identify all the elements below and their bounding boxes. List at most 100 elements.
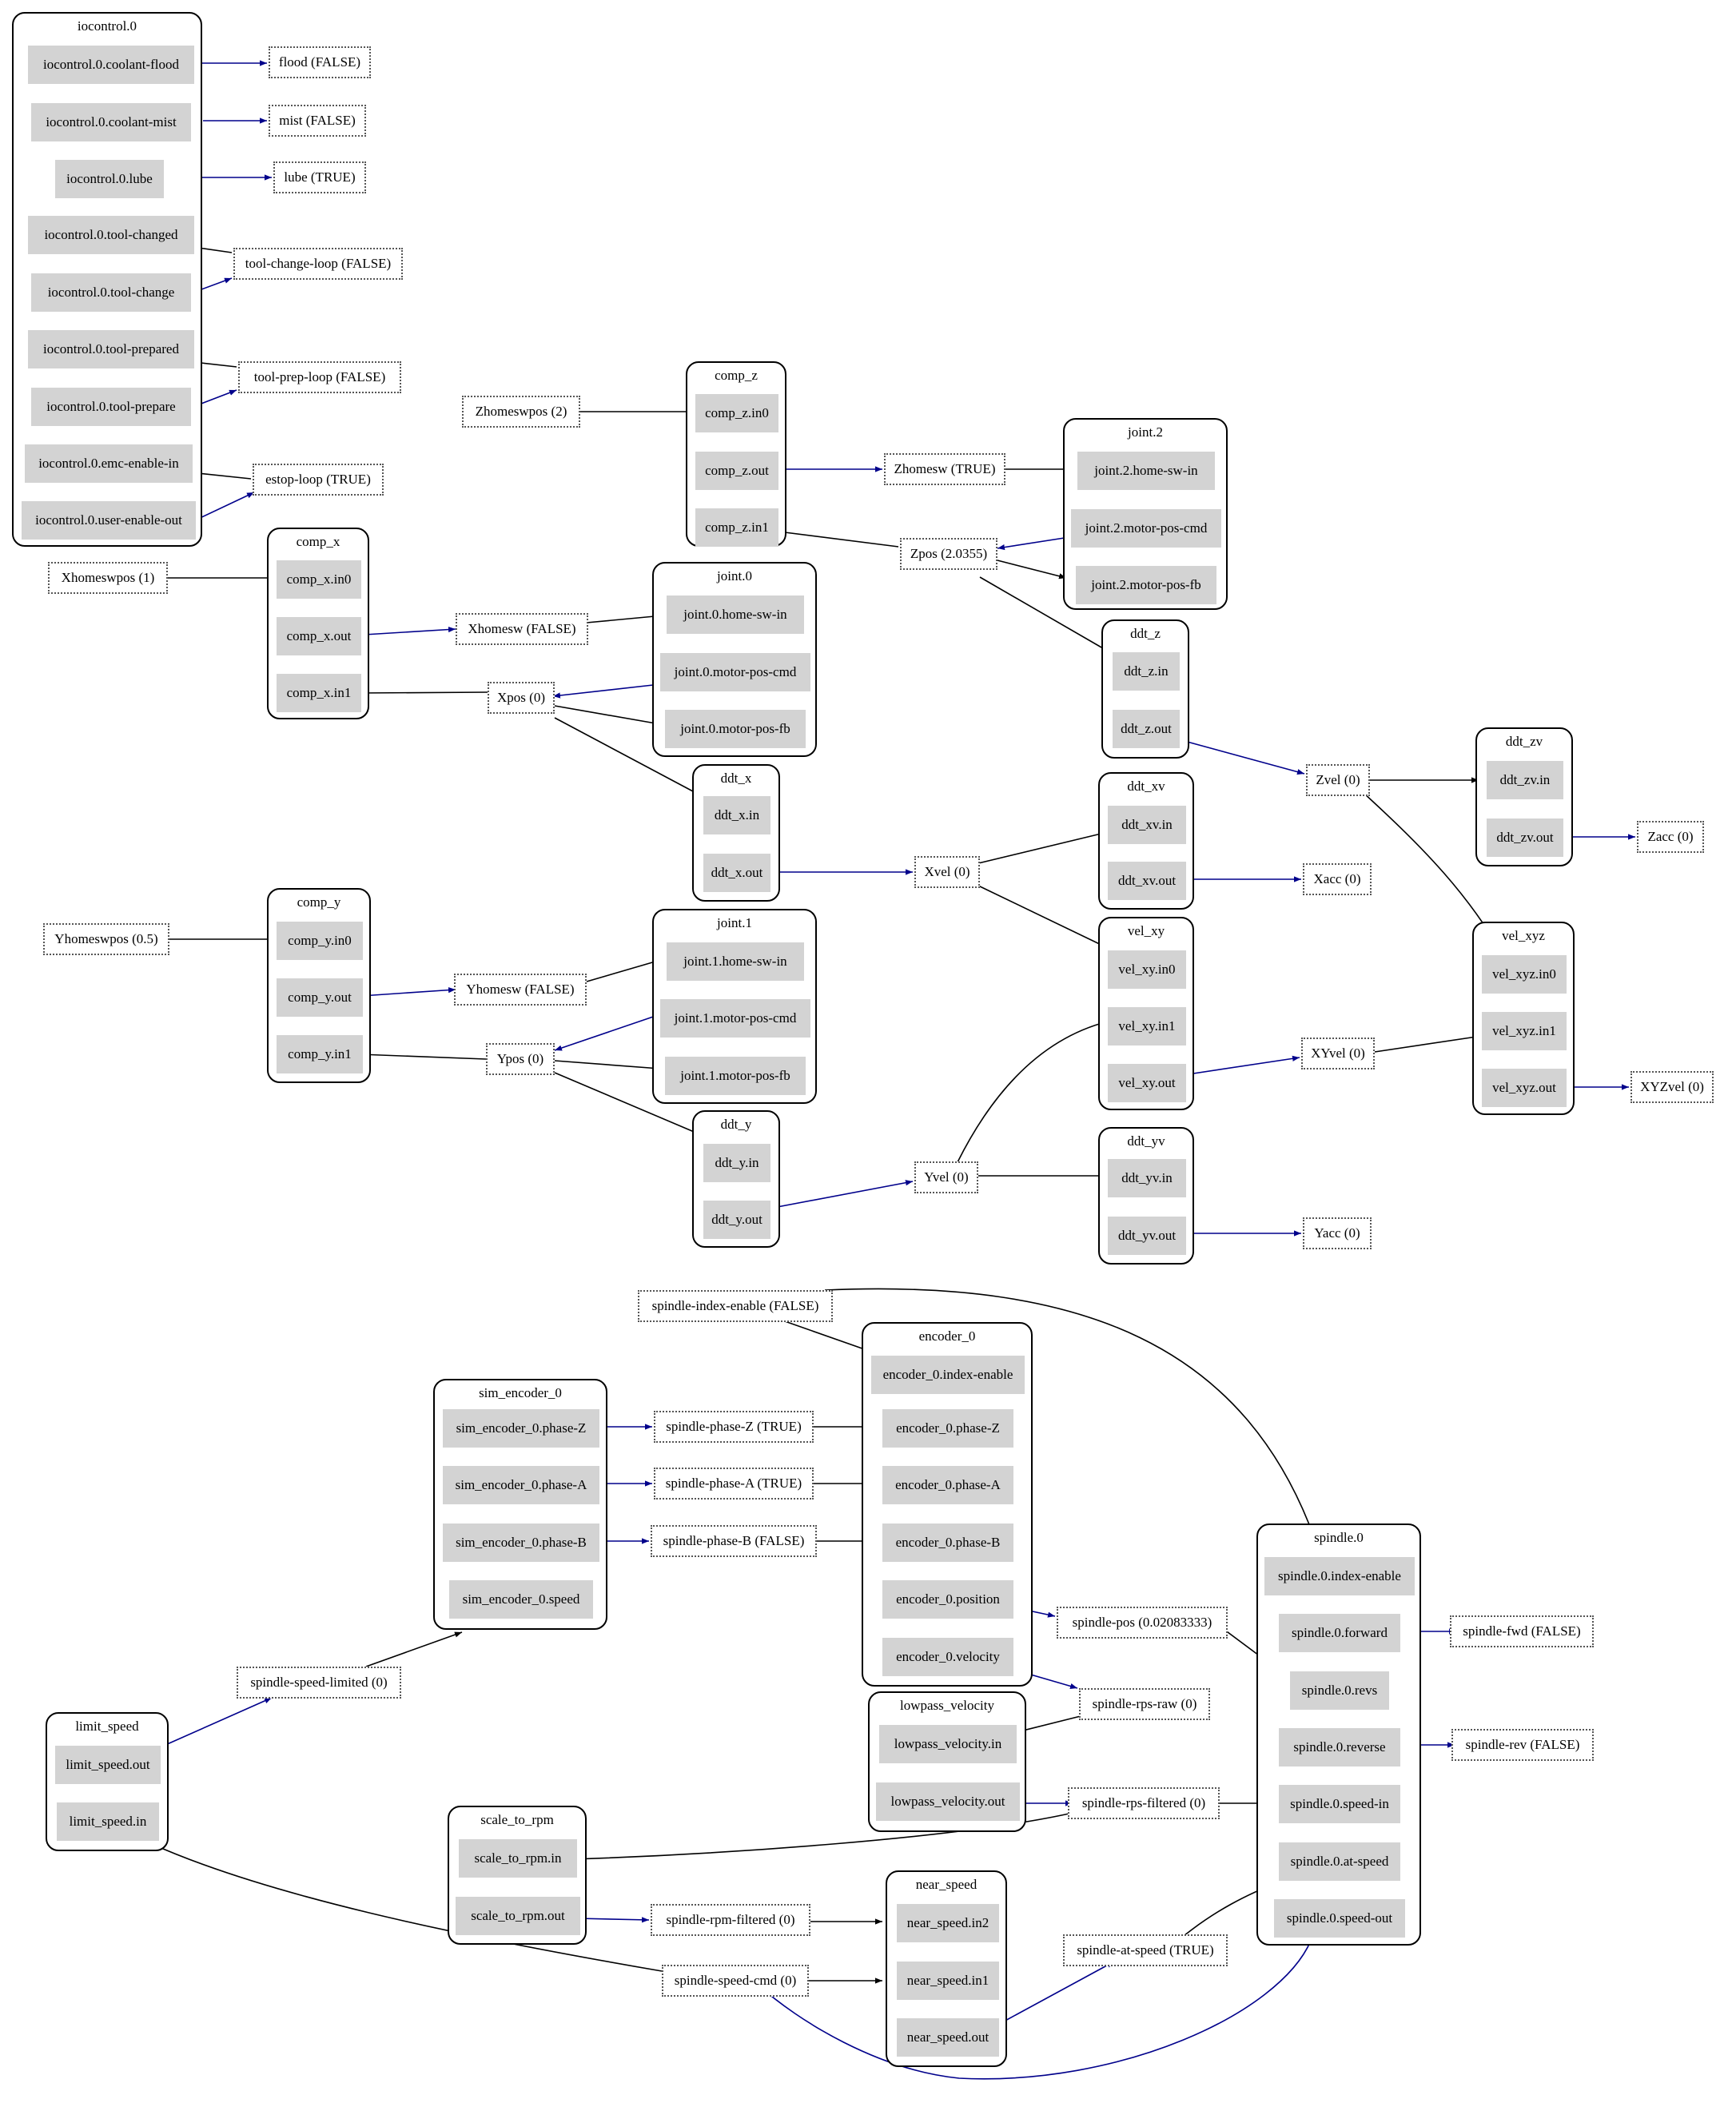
signal-spindle-rpm-filtered[interactable]: spindle-rpm-filtered (0)	[651, 1904, 810, 1936]
pin-joint2-home-sw-in[interactable]: joint.2.home-sw-in	[1077, 452, 1215, 490]
signal-spindle-phase-b[interactable]: spindle-phase-B (FALSE)	[651, 1525, 817, 1557]
pin-lube[interactable]: iocontrol.0.lube	[55, 160, 164, 198]
signal-zacc[interactable]: Zacc (0)	[1637, 821, 1704, 853]
pin-spindle0-forward[interactable]: spindle.0.forward	[1279, 1614, 1400, 1652]
pin-spindle0-revs[interactable]: spindle.0.revs	[1290, 1671, 1389, 1710]
pin-ddt_y-out[interactable]: ddt_y.out	[703, 1201, 770, 1239]
pin-vel_xy-in0[interactable]: vel_xy.in0	[1108, 950, 1186, 989]
pin-comp_x-in1[interactable]: comp_x.in1	[277, 674, 361, 712]
pin-vel_xyz-in0[interactable]: vel_xyz.in0	[1482, 955, 1567, 994]
pin-near_speed-in1[interactable]: near_speed.in1	[897, 1962, 999, 2000]
pin-ddt_xv-out[interactable]: ddt_xv.out	[1108, 862, 1186, 900]
pin-vel_xyz-in1[interactable]: vel_xyz.in1	[1482, 1012, 1567, 1050]
pin-joint1-home-sw-in[interactable]: joint.1.home-sw-in	[667, 942, 804, 981]
signal-xvel[interactable]: Xvel (0)	[914, 856, 980, 888]
pin-comp_z-out[interactable]: comp_z.out	[695, 452, 778, 490]
signal-spindle-rev[interactable]: spindle-rev (FALSE)	[1451, 1729, 1594, 1761]
signal-yhomeswpos[interactable]: Yhomeswpos (0.5)	[43, 923, 169, 955]
signal-spindle-speed-cmd[interactable]: spindle-speed-cmd (0)	[662, 1965, 809, 1997]
pin-ddt_z-out[interactable]: ddt_z.out	[1113, 710, 1180, 748]
pin-joint2-motor-pos-cmd[interactable]: joint.2.motor-pos-cmd	[1071, 509, 1221, 548]
pin-joint0-motor-pos-cmd[interactable]: joint.0.motor-pos-cmd	[660, 653, 810, 691]
signal-xhomeswpos[interactable]: Xhomeswpos (1)	[48, 562, 168, 594]
pin-encoder_0-velocity[interactable]: encoder_0.velocity	[882, 1638, 1013, 1676]
pin-sim_encoder_0-phase-B[interactable]: sim_encoder_0.phase-B	[443, 1523, 599, 1562]
pin-ddt_zv-in[interactable]: ddt_zv.in	[1487, 761, 1563, 799]
signal-xacc[interactable]: Xacc (0)	[1303, 863, 1372, 895]
signal-spindle-rps-raw[interactable]: spindle-rps-raw (0)	[1079, 1688, 1210, 1720]
pin-emc-enable-in[interactable]: iocontrol.0.emc-enable-in	[25, 444, 193, 483]
pin-tool-prepared[interactable]: iocontrol.0.tool-prepared	[28, 330, 194, 368]
signal-spindle-pos[interactable]: spindle-pos (0.02083333)	[1057, 1607, 1228, 1639]
pin-spindle0-speed-in[interactable]: spindle.0.speed-in	[1279, 1785, 1400, 1823]
pin-limit_speed-in[interactable]: limit_speed.in	[57, 1802, 159, 1841]
pin-spindle0-speed-out[interactable]: spindle.0.speed-out	[1274, 1899, 1405, 1938]
signal-spindle-index-enable[interactable]: spindle-index-enable (FALSE)	[638, 1290, 833, 1322]
pin-encoder_0-phase-B[interactable]: encoder_0.phase-B	[882, 1523, 1013, 1562]
pin-encoder_0-phase-A[interactable]: encoder_0.phase-A	[882, 1466, 1013, 1504]
signal-tool-change-loop[interactable]: tool-change-loop (FALSE)	[233, 248, 403, 280]
pin-coolant-flood[interactable]: iocontrol.0.coolant-flood	[28, 46, 194, 84]
signal-yvel[interactable]: Yvel (0)	[914, 1161, 978, 1193]
pin-tool-prepare[interactable]: iocontrol.0.tool-prepare	[31, 388, 191, 426]
signal-yhomesw[interactable]: Yhomesw (FALSE)	[454, 974, 587, 1006]
pin-comp_x-out[interactable]: comp_x.out	[277, 617, 361, 655]
pin-joint0-motor-pos-fb[interactable]: joint.0.motor-pos-fb	[665, 710, 806, 748]
pin-joint1-motor-pos-cmd[interactable]: joint.1.motor-pos-cmd	[660, 999, 810, 1038]
pin-near_speed-out[interactable]: near_speed.out	[897, 2018, 999, 2057]
pin-lowpass_velocity-in[interactable]: lowpass_velocity.in	[879, 1725, 1017, 1763]
signal-zhomeswpos[interactable]: Zhomeswpos (2)	[462, 396, 580, 428]
pin-ddt_yv-out[interactable]: ddt_yv.out	[1108, 1217, 1186, 1255]
signal-spindle-phase-z[interactable]: spindle-phase-Z (TRUE)	[654, 1411, 814, 1443]
signal-tool-prep-loop[interactable]: tool-prep-loop (FALSE)	[238, 361, 401, 393]
signal-mist[interactable]: mist (FALSE)	[269, 105, 366, 137]
signal-xhomesw[interactable]: Xhomesw (FALSE)	[456, 613, 588, 645]
pin-ddt_x-out[interactable]: ddt_x.out	[703, 854, 770, 892]
pin-ddt_xv-in[interactable]: ddt_xv.in	[1108, 806, 1186, 844]
pin-joint2-motor-pos-fb[interactable]: joint.2.motor-pos-fb	[1076, 566, 1216, 604]
pin-joint1-motor-pos-fb[interactable]: joint.1.motor-pos-fb	[665, 1057, 806, 1095]
signal-xyzvel[interactable]: XYZvel (0)	[1630, 1071, 1714, 1103]
pin-vel_xyz-out[interactable]: vel_xyz.out	[1482, 1069, 1567, 1107]
pin-sim_encoder_0-phase-A[interactable]: sim_encoder_0.phase-A	[443, 1466, 599, 1504]
pin-comp_x-in0[interactable]: comp_x.in0	[277, 560, 361, 599]
pin-coolant-mist[interactable]: iocontrol.0.coolant-mist	[31, 103, 191, 141]
pin-encoder_0-phase-Z[interactable]: encoder_0.phase-Z	[882, 1409, 1013, 1448]
pin-scale_to_rpm-in[interactable]: scale_to_rpm.in	[459, 1839, 577, 1878]
pin-limit_speed-out[interactable]: limit_speed.out	[55, 1746, 161, 1784]
pin-comp_y-in1[interactable]: comp_y.in1	[277, 1035, 363, 1073]
pin-vel_xy-out[interactable]: vel_xy.out	[1108, 1064, 1186, 1102]
signal-spindle-rps-filtered[interactable]: spindle-rps-filtered (0)	[1068, 1787, 1220, 1819]
pin-lowpass_velocity-out[interactable]: lowpass_velocity.out	[876, 1782, 1020, 1821]
signal-ypos[interactable]: Ypos (0)	[486, 1043, 555, 1075]
signal-zhomesw[interactable]: Zhomesw (TRUE)	[884, 453, 1005, 485]
pin-spindle0-index-enable[interactable]: spindle.0.index-enable	[1264, 1557, 1415, 1595]
signal-spindle-speed-limited[interactable]: spindle-speed-limited (0)	[237, 1667, 401, 1699]
pin-ddt_yv-in[interactable]: ddt_yv.in	[1108, 1159, 1186, 1197]
pin-ddt_z-in[interactable]: ddt_z.in	[1113, 652, 1180, 691]
pin-sim_encoder_0-phase-Z[interactable]: sim_encoder_0.phase-Z	[443, 1409, 599, 1448]
pin-sim_encoder_0-speed[interactable]: sim_encoder_0.speed	[449, 1580, 593, 1619]
pin-tool-change[interactable]: iocontrol.0.tool-change	[31, 273, 191, 312]
signal-spindle-at-speed[interactable]: spindle-at-speed (TRUE)	[1063, 1934, 1228, 1966]
pin-encoder_0-index-enable[interactable]: encoder_0.index-enable	[871, 1356, 1025, 1394]
signal-zvel[interactable]: Zvel (0)	[1306, 764, 1370, 796]
pin-scale_to_rpm-out[interactable]: scale_to_rpm.out	[456, 1897, 580, 1935]
pin-user-enable-out[interactable]: iocontrol.0.user-enable-out	[22, 501, 196, 540]
pin-ddt_x-in[interactable]: ddt_x.in	[703, 796, 770, 834]
signal-yacc[interactable]: Yacc (0)	[1303, 1217, 1372, 1249]
signal-flood[interactable]: flood (FALSE)	[269, 46, 371, 78]
signal-spindle-fwd[interactable]: spindle-fwd (FALSE)	[1450, 1615, 1594, 1647]
pin-near_speed-in2[interactable]: near_speed.in2	[897, 1904, 999, 1942]
pin-spindle0-reverse[interactable]: spindle.0.reverse	[1279, 1728, 1400, 1766]
pin-tool-changed[interactable]: iocontrol.0.tool-changed	[28, 216, 194, 254]
pin-vel_xy-in1[interactable]: vel_xy.in1	[1108, 1007, 1186, 1046]
pin-comp_y-in0[interactable]: comp_y.in0	[277, 922, 363, 960]
signal-spindle-phase-a[interactable]: spindle-phase-A (TRUE)	[654, 1468, 814, 1500]
pin-spindle0-at-speed[interactable]: spindle.0.at-speed	[1279, 1842, 1400, 1881]
pin-comp_z-in1[interactable]: comp_z.in1	[695, 508, 778, 547]
signal-lube[interactable]: lube (TRUE)	[273, 161, 366, 193]
pin-ddt_y-in[interactable]: ddt_y.in	[703, 1144, 770, 1182]
signal-xyvel[interactable]: XYvel (0)	[1301, 1038, 1375, 1069]
pin-comp_y-out[interactable]: comp_y.out	[277, 978, 363, 1017]
